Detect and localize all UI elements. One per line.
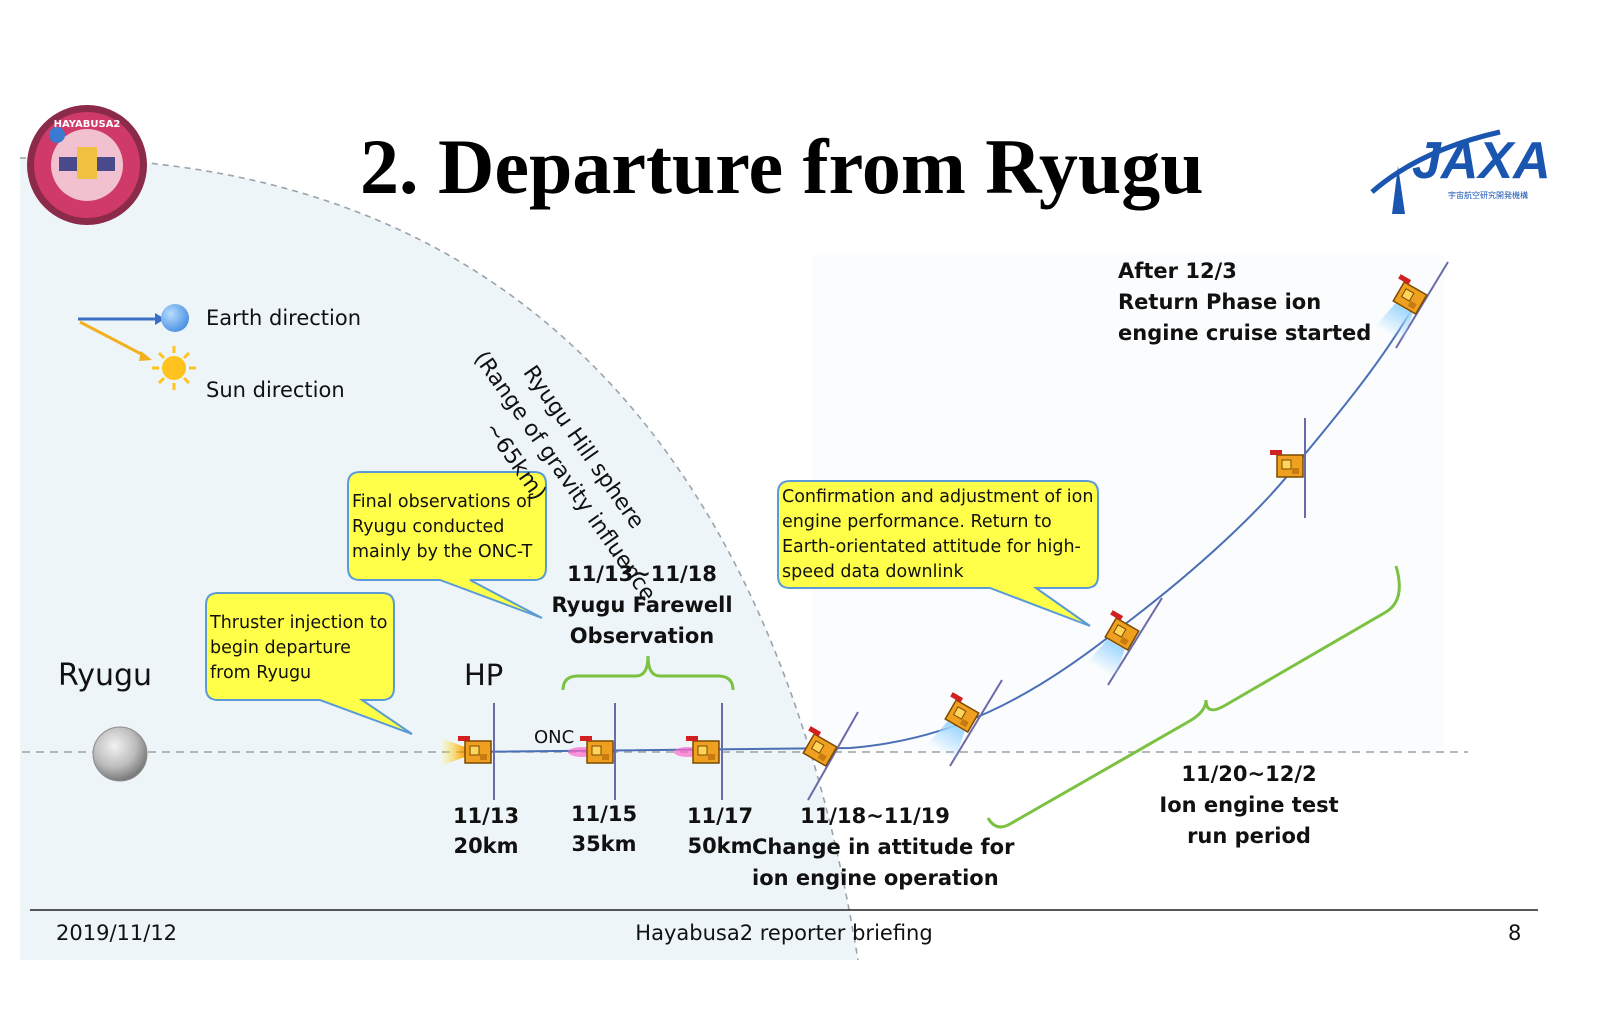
timeline-distance: 20km [453,834,519,858]
callout-final-obs-text: Final observations of Ryugu conducted ma… [352,492,533,562]
callout-confirmation-text: Confirmation and adjustment of ion engin… [782,487,1094,582]
timeline-11-15: 11/15 35km [564,799,644,859]
ion-test-label: 11/20~12/2 Ion engine test run period [1144,759,1354,852]
farewell-line2: Observation [569,624,715,648]
timeline-date: 11/13 [452,804,520,828]
attitude-change-label: 11/18~11/19 Change in attitude for ion e… [752,801,1015,894]
spacecraft-11-15 [568,735,614,764]
farewell-label: 11/13~11/18 Ryugu Farewell Observation [542,559,742,652]
ryugu-label: Ryugu [58,658,153,693]
return-phase-line3: engine cruise started [1118,321,1372,345]
hp-label: HP [464,658,504,692]
footer-date: 2019/11/12 [56,921,178,945]
jaxa-logo-subtitle: 宇宙航空研究開発機構 [1448,190,1528,200]
spacecraft-ion-1 [927,691,983,761]
farewell-brace [561,655,735,691]
timeline-11-13: 11/13 20km [446,801,526,861]
hill-sphere-boundary [19,157,859,961]
spacecraft-11-13 [440,735,492,766]
callout-final-obs [347,471,547,619]
ryugu-asteroid [92,726,148,782]
return-phase-line1: After 12/3 [1118,259,1237,283]
timeline-date: 11/15 [570,802,638,826]
ion-test-line1: Ion engine test [1159,793,1339,817]
return-phase-line2: Return Phase ion [1118,290,1322,314]
farewell-dates: 11/13~11/18 [567,562,717,586]
jaxa-logo-text: JAXA [1412,132,1551,190]
timeline-distance: 35km [571,832,637,856]
spacecraft-return [1375,273,1431,343]
ion-test-dates: 11/20~12/2 [1181,762,1317,786]
ion-test-brace [986,565,1401,829]
farewell-line1: Ryugu Farewell [551,593,733,617]
timeline-distance: 50km [687,834,753,858]
hayabusa2-logo [27,105,147,225]
page-number: 8 [1508,921,1522,945]
callout-thruster-text: Thruster injection to begin departure fr… [210,613,388,683]
page-title: 2. Departure from Ryugu [360,123,1204,210]
attitude-change-dates: 11/18~11/19 [800,804,950,828]
callout-confirmation [777,480,1099,627]
legend-earth-label: Earth direction [206,306,362,330]
sun-icon [152,346,196,390]
hayabusa2-logo-text: HAYABUSA2 [54,119,121,130]
footer-title: Hayabusa2 reporter briefing [635,921,933,945]
return-phase-label: After 12/3 Return Phase ion engine cruis… [1118,256,1371,349]
ion-test-line2: run period [1187,824,1311,848]
attitude-change-line1: Change in attitude for [752,835,1015,859]
earth-icon [161,304,189,332]
timeline-11-17: 11/17 50km [680,801,760,861]
timeline-date: 11/17 [686,804,754,828]
attitude-change-line2: ion engine operation [752,866,999,890]
callout-thruster [205,592,413,735]
onc-label: ONC [534,727,575,748]
legend-sun-label: Sun direction [206,378,345,402]
jaxa-logo [1370,129,1501,214]
spacecraft-ion-2 [1087,609,1143,679]
spacecraft-11-17 [674,735,720,764]
sun-direction-arrow [79,320,146,358]
